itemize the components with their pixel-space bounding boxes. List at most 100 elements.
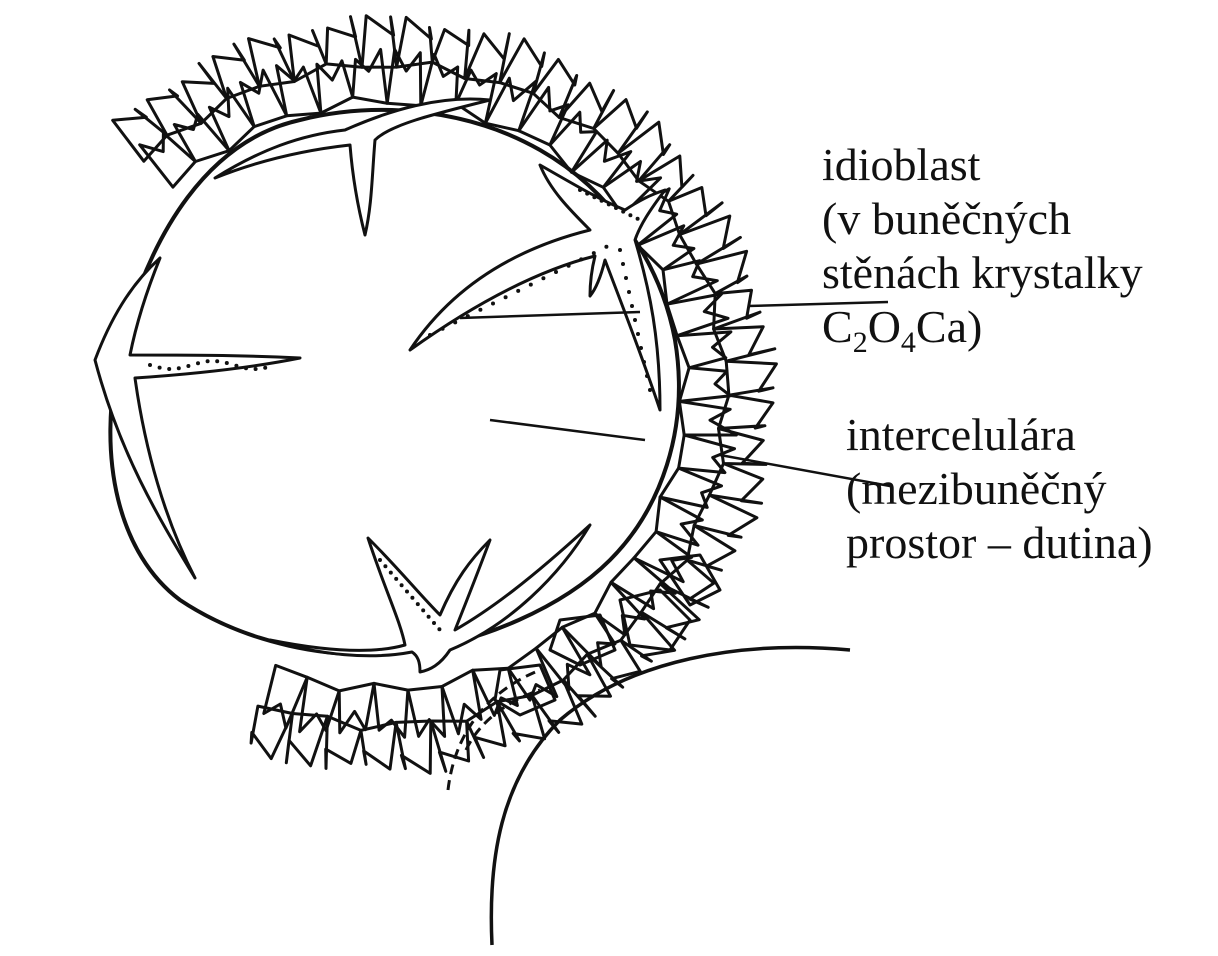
parenchyma-cell	[339, 683, 374, 732]
crystal-granule	[148, 363, 152, 367]
label-idioblast: idioblast (v buněčných stěnách krystalky…	[822, 138, 1143, 354]
label-idioblast-formula: C2O4Ca)	[822, 300, 1143, 354]
parenchyma-cell	[374, 683, 408, 737]
crystal-granule	[627, 290, 631, 294]
crystal-granule	[624, 276, 628, 280]
crystal-granule	[428, 333, 432, 337]
crystal-granule	[621, 210, 625, 214]
leader-line-intercellular	[490, 420, 645, 440]
crystal-granule	[639, 346, 643, 350]
crystal-granule	[529, 283, 533, 287]
formula-c: C	[822, 301, 853, 352]
label-intercellular-line-1: intercelulára	[846, 408, 1153, 462]
formula-rest: Ca)	[916, 301, 982, 352]
crystal-granule	[244, 366, 248, 370]
crystal-granule	[478, 308, 482, 312]
parenchyma-cell	[726, 361, 776, 395]
formula-c-subscript: 2	[853, 326, 868, 359]
crystal-granule	[516, 289, 520, 293]
crystal-granule	[618, 248, 622, 252]
crystal-granule	[186, 364, 190, 368]
parenchyma-cell	[140, 133, 196, 187]
formula-o-subscript: 4	[901, 326, 916, 359]
crystal-granule	[491, 302, 495, 306]
parenchyma-cell	[408, 687, 445, 737]
parenchyma-cell	[353, 49, 388, 103]
parenchyma-cell	[300, 677, 340, 731]
crystal-granule	[383, 564, 387, 568]
crystal-granule	[427, 615, 431, 619]
crystal-granule	[400, 583, 404, 587]
crystal-granule	[225, 361, 229, 365]
crystal-granule	[541, 276, 545, 280]
crystal-granule	[628, 213, 632, 217]
crystal-granule	[196, 361, 200, 365]
crystal-granule	[648, 388, 652, 392]
crystal-granule	[630, 304, 634, 308]
crystal-granule	[567, 264, 571, 268]
crystal-granule	[453, 320, 457, 324]
parenchyma-cell	[317, 61, 353, 113]
parenchyma-cell	[442, 670, 481, 734]
crystal-granule	[177, 366, 181, 370]
crystal-granule	[585, 192, 589, 196]
parenchyma-cell	[326, 716, 361, 768]
crystal-granule	[215, 359, 219, 363]
crystal-granule	[592, 195, 596, 199]
crystal-granule	[167, 367, 171, 371]
parenchyma-cell	[687, 526, 735, 571]
crystal-granule	[579, 257, 583, 261]
parenchyma-cell	[113, 109, 167, 161]
crystal-granule	[378, 558, 382, 562]
parenchyma-cell	[362, 16, 397, 68]
lower-large-cell-wall	[491, 648, 850, 945]
crystal-branch-top	[215, 99, 490, 235]
crystal-granule	[441, 327, 445, 331]
crystal-granule	[600, 199, 604, 203]
parenchyma-cell	[679, 435, 735, 473]
leader-line-idioblast	[460, 312, 640, 318]
crystal-granule	[578, 188, 582, 192]
crystal-granule	[607, 202, 611, 206]
label-idioblast-line-2: (v buněčných	[822, 192, 1143, 246]
crystal-granule	[645, 374, 649, 378]
crystal-granule	[263, 366, 267, 370]
parenchyma-cell	[289, 31, 326, 82]
crystal-granule	[410, 596, 414, 600]
crystal-granule	[614, 206, 618, 210]
parenchyma-cell	[182, 63, 226, 123]
label-idioblast-line-1: idioblast	[822, 138, 1143, 192]
crystal-granule	[636, 217, 640, 221]
crystal-granule	[158, 366, 162, 370]
crystal-granule	[234, 364, 238, 368]
label-intercellular-line-2: (mezibuněčný	[846, 462, 1153, 516]
crystal-granule	[633, 318, 637, 322]
label-intercellular-space: intercelulára (mezibuněčný prostor – dut…	[846, 408, 1153, 570]
lower-cell-border-dashes	[448, 670, 540, 790]
crystal-granule	[206, 359, 210, 363]
crystal-granule	[592, 251, 596, 255]
crystal-granule	[254, 367, 258, 371]
crystal-branch-right-upper	[410, 165, 665, 410]
crystal-granule	[621, 262, 625, 266]
crystal-granule	[432, 621, 436, 625]
crystal-granule	[504, 295, 508, 299]
crystal-granule	[389, 571, 393, 575]
crystal-granule	[421, 608, 425, 612]
crystal-branch-bottom	[270, 525, 590, 672]
label-intercellular-line-3: prostor – dutina)	[846, 516, 1153, 570]
crystal-granule	[405, 590, 409, 594]
crystal-granule	[416, 602, 420, 606]
label-idioblast-line-3: stěnách krystalky	[822, 246, 1143, 300]
crystal-granule	[604, 245, 608, 249]
crystal-granule	[636, 332, 640, 336]
parenchyma-cell	[432, 30, 469, 79]
crystal-granule	[554, 270, 558, 274]
parenchyma-cell	[396, 721, 431, 773]
parenchyma-cell	[680, 216, 741, 264]
crystal-granule	[437, 627, 441, 631]
crystal-granule	[394, 577, 398, 581]
parenchyma-cell	[679, 368, 730, 402]
parenchyma-cell	[387, 50, 421, 106]
